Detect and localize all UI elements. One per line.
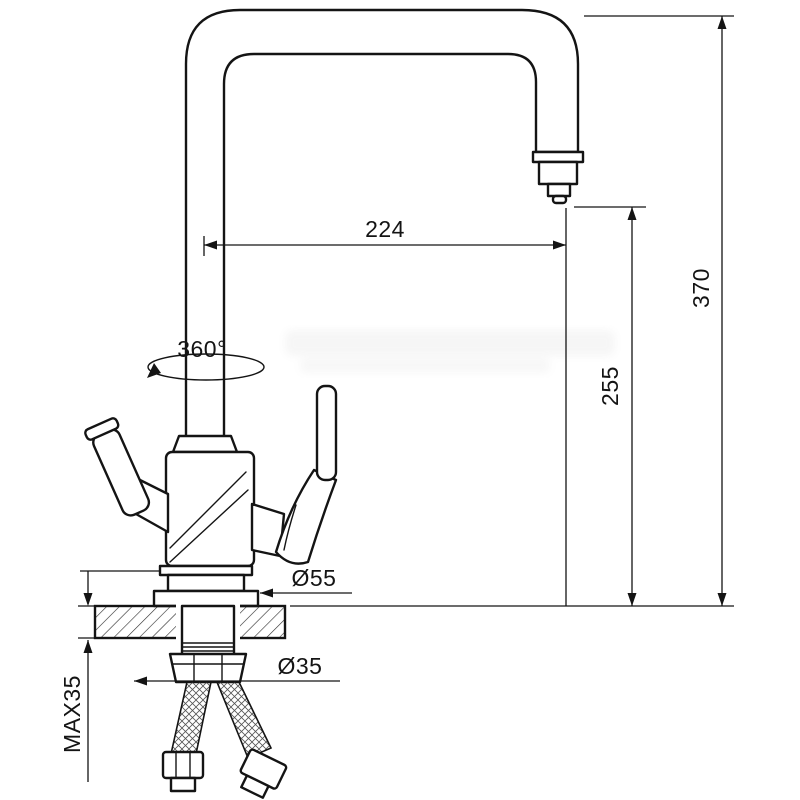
hose-fitting-right-group bbox=[239, 748, 288, 799]
right-handle-detail bbox=[283, 504, 297, 551]
hose-nipple-left bbox=[169, 776, 197, 793]
base-ring-top bbox=[158, 564, 254, 577]
arrowhead-down bbox=[83, 593, 93, 606]
spout-tip bbox=[546, 182, 572, 198]
rotation-ellipse bbox=[147, 353, 265, 381]
faucet-outline bbox=[84, 8, 585, 799]
arrowhead-right bbox=[553, 240, 566, 250]
arrowhead-up bbox=[717, 16, 727, 29]
rotation-arrowhead bbox=[147, 363, 161, 378]
dimension-outlet-height: 255 bbox=[574, 206, 646, 606]
aerator-nub bbox=[551, 194, 568, 205]
dimension-swivel: 360° bbox=[177, 336, 227, 362]
spout-collar bbox=[531, 150, 585, 164]
dimension-overall-height: 370 bbox=[290, 15, 734, 607]
faucet-body bbox=[164, 450, 256, 568]
dimension-label-370: 370 bbox=[688, 268, 714, 308]
right-handle-blade bbox=[315, 384, 338, 482]
supply-hose-right bbox=[215, 681, 273, 760]
dimension-base-diameter: Ø55 bbox=[260, 565, 352, 598]
base-ring-mid bbox=[166, 573, 246, 593]
left-handle bbox=[84, 417, 151, 517]
dimension-label-d55: Ø55 bbox=[292, 565, 337, 591]
arrowhead-left bbox=[204, 240, 217, 250]
body-detail-line bbox=[169, 489, 249, 563]
arrowhead-up bbox=[627, 207, 637, 220]
arrowhead-down bbox=[627, 593, 637, 606]
spout-body bbox=[537, 160, 579, 186]
left-handle-cap bbox=[84, 417, 120, 441]
arrowhead-up bbox=[83, 640, 93, 653]
mounting-nut bbox=[168, 652, 248, 684]
dimension-label-224: 224 bbox=[365, 216, 405, 242]
dimension-label-max35: MAX35 bbox=[59, 675, 85, 753]
mounting-shank bbox=[180, 604, 236, 658]
dimension-max-thickness: MAX35 bbox=[59, 570, 160, 782]
dimension-spout-reach: 224 bbox=[203, 208, 567, 606]
dimension-label-255: 255 bbox=[597, 366, 623, 406]
arrowhead-down bbox=[717, 593, 727, 606]
body-detail-line bbox=[169, 471, 247, 549]
left-handle-grip bbox=[92, 428, 151, 517]
dimension-thread-diameter: Ø35 bbox=[134, 653, 340, 686]
right-handle-arm bbox=[274, 468, 338, 565]
supply-hose-left bbox=[170, 681, 212, 755]
gooseneck-tube bbox=[184, 8, 580, 452]
hose-fitting-left bbox=[161, 750, 205, 780]
dimension-label-360: 360° bbox=[177, 336, 227, 362]
dimension-label-d35: Ø35 bbox=[278, 653, 323, 679]
arrowhead-left bbox=[260, 588, 273, 598]
arrowhead-left bbox=[134, 676, 147, 686]
watermark bbox=[285, 330, 615, 373]
body-collar bbox=[171, 434, 239, 454]
base-plate bbox=[152, 589, 260, 608]
hose-nipple-right bbox=[240, 774, 270, 799]
